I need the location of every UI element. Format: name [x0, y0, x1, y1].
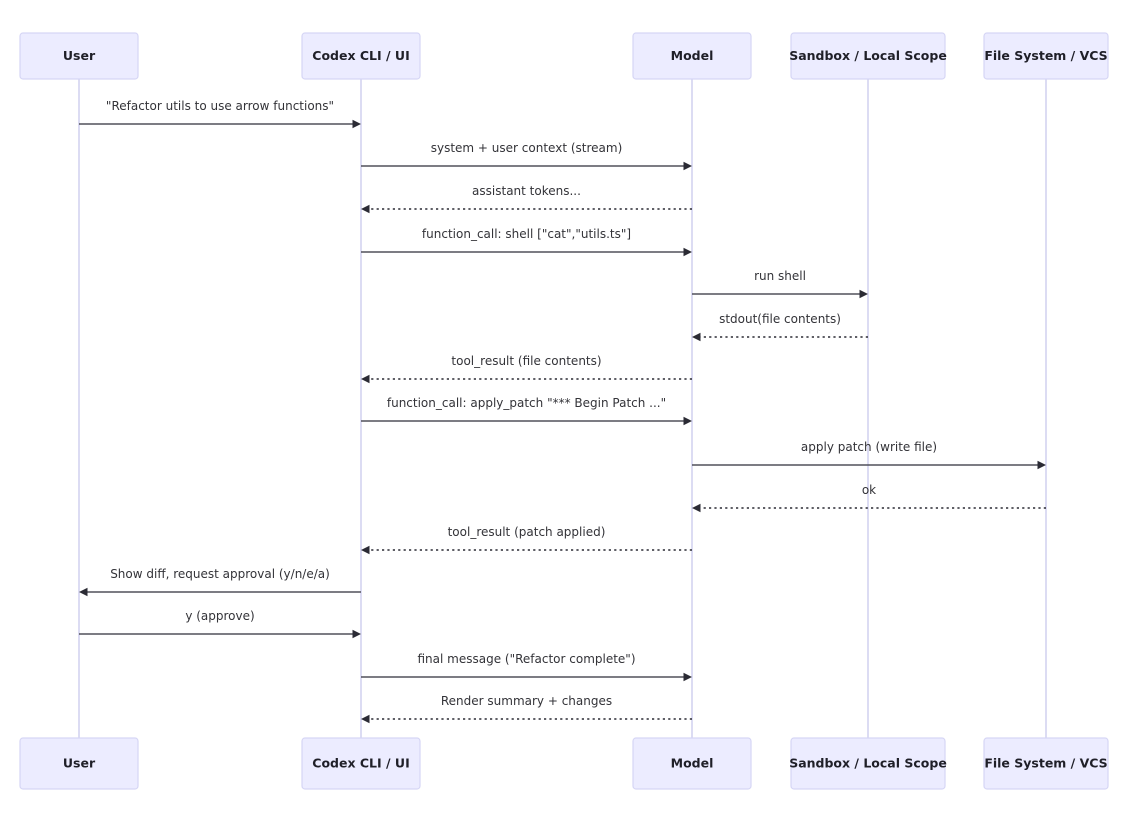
- message-2-codex-to-model[interactable]: system + user context (stream): [361, 141, 692, 171]
- message-12-codex-to-user[interactable]: Show diff, request approval (y/n/e/a): [79, 567, 361, 597]
- lifelines-group: [78, 79, 1047, 738]
- message-8-codex-to-model[interactable]: function_call: apply_patch "*** Begin Pa…: [361, 396, 692, 426]
- participant-box-codex-top[interactable]: [301, 32, 421, 80]
- message-label-6: stdout(file contents): [719, 312, 841, 326]
- participant-box-fs-bottom[interactable]: [983, 737, 1109, 790]
- arrow-head-12: [79, 587, 88, 597]
- message-15-model-to-codex[interactable]: Render summary + changes: [361, 694, 692, 724]
- participant-label-user-bottom: User: [63, 756, 96, 771]
- message-label-10: ok: [862, 483, 876, 497]
- message-7-model-to-codex[interactable]: tool_result (file contents): [361, 354, 692, 384]
- participant-label-codex-top: Codex CLI / UI: [312, 48, 409, 63]
- arrow-head-3: [361, 204, 370, 214]
- participant-box-model-top[interactable]: [632, 32, 752, 80]
- participant-label-user-top: User: [63, 48, 96, 63]
- participant-box-codex-bottom[interactable]: [301, 737, 421, 790]
- message-label-4: function_call: shell ["cat","utils.ts"]: [422, 227, 631, 241]
- participants-bottom-group: User Codex CLI / UI Model Sandbox / Local S…: [19, 737, 1109, 790]
- participant-label-model-bottom: Model: [671, 756, 714, 771]
- participant-box-model-bottom[interactable]: [632, 737, 752, 790]
- arrow-head-7: [361, 374, 370, 384]
- message-label-3: assistant tokens...: [472, 184, 581, 198]
- messages-group: "Refactor utils to use arrow functions" s…: [79, 99, 1046, 724]
- message-label-1: "Refactor utils to use arrow functions": [106, 99, 334, 113]
- message-9-model-to-fs[interactable]: apply patch (write file): [692, 440, 1046, 470]
- participant-label-fs-bottom: File System / VCS: [984, 756, 1107, 771]
- message-label-8: function_call: apply_patch "*** Begin Pa…: [387, 396, 666, 410]
- participant-box-sandbox-bottom[interactable]: [790, 737, 946, 790]
- participant-box-fs-top[interactable]: [983, 32, 1109, 80]
- message-label-15: Render summary + changes: [441, 694, 612, 708]
- message-14-codex-to-model[interactable]: final message ("Refactor complete"): [361, 652, 692, 682]
- arrow-head-11: [361, 545, 370, 555]
- arrow-head-4: [683, 247, 692, 257]
- arrow-head-14: [683, 672, 692, 682]
- message-13-user-to-codex[interactable]: y (approve): [79, 609, 361, 639]
- participant-label-codex-bottom: Codex CLI / UI: [312, 756, 409, 771]
- arrow-head-9: [1037, 460, 1046, 470]
- arrow-head-2: [683, 161, 692, 171]
- arrow-head-13: [352, 629, 361, 639]
- participant-box-sandbox-top[interactable]: [790, 32, 946, 80]
- message-label-11: tool_result (patch applied): [448, 525, 606, 539]
- message-label-13: y (approve): [185, 609, 254, 623]
- message-3-model-to-codex[interactable]: assistant tokens...: [361, 184, 692, 214]
- participants-top-group: User Codex CLI / UI Model Sandbox / Local S…: [19, 32, 1109, 80]
- participant-label-model-top: Model: [671, 48, 714, 63]
- participant-label-fs-top: File System / VCS: [984, 48, 1107, 63]
- arrow-head-15: [361, 714, 370, 724]
- arrow-head-5: [859, 289, 868, 299]
- arrow-head-10: [692, 503, 701, 513]
- message-10-fs-to-model[interactable]: ok: [692, 483, 1046, 513]
- message-11-model-to-codex[interactable]: tool_result (patch applied): [361, 525, 692, 555]
- message-label-14: final message ("Refactor complete"): [417, 652, 635, 666]
- message-label-12: Show diff, request approval (y/n/e/a): [110, 567, 330, 581]
- arrow-head-8: [683, 416, 692, 426]
- participant-box-user-bottom[interactable]: [19, 737, 139, 790]
- participant-label-sandbox-bottom: Sandbox / Local Scope: [789, 756, 947, 771]
- participant-label-sandbox-top: Sandbox / Local Scope: [789, 48, 947, 63]
- message-1-user-to-codex[interactable]: "Refactor utils to use arrow functions": [79, 99, 361, 129]
- message-4-codex-to-model[interactable]: function_call: shell ["cat","utils.ts"]: [361, 227, 692, 257]
- message-5-model-to-sandbox[interactable]: run shell: [692, 269, 868, 299]
- message-label-5: run shell: [754, 269, 806, 283]
- message-label-7: tool_result (file contents): [451, 354, 601, 368]
- message-label-9: apply patch (write file): [801, 440, 937, 454]
- participant-box-user-top[interactable]: [19, 32, 139, 80]
- message-label-2: system + user context (stream): [431, 141, 623, 155]
- arrow-head-6: [692, 332, 701, 342]
- arrow-head-1: [352, 119, 361, 129]
- message-6-sandbox-to-model[interactable]: stdout(file contents): [692, 312, 868, 342]
